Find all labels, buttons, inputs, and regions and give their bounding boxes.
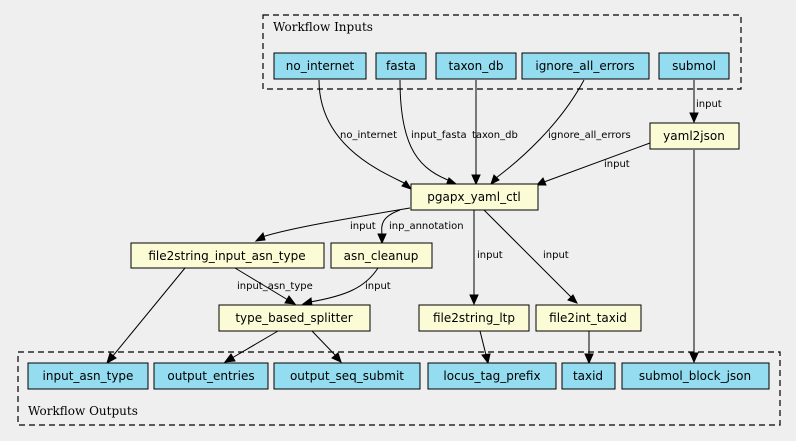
edge-label-cleanup-input: input: [365, 281, 391, 292]
edge-taxon-db-to-ctl: [471, 80, 481, 186]
svg-text:taxon_db: taxon_db: [449, 59, 504, 73]
edge-ctl-to-file2string-ltp: [469, 210, 479, 306]
edge-ignore-errors-to-ctl: [490, 79, 585, 185]
edge-label-taxid-input: input: [543, 250, 569, 261]
edge-label-no-internet: no_internet: [340, 130, 397, 141]
workflow-outputs-label: Workflow Outputs: [28, 404, 138, 418]
step-node-type-based-splitter[interactable]: type_based_splitter: [218, 304, 371, 332]
step-node-file2string-ltp[interactable]: file2string_ltp: [418, 304, 530, 332]
output-node-input-asn-type[interactable]: input_asn_type: [27, 362, 149, 390]
edge-label-ltp-input: input: [477, 250, 503, 261]
output-node-taxid[interactable]: taxid: [561, 362, 616, 390]
svg-text:output_entries: output_entries: [167, 369, 254, 383]
svg-text:file2int_taxid: file2int_taxid: [549, 311, 627, 325]
edge-label-file2string-input: input: [350, 221, 376, 232]
input-node-no-internet[interactable]: no_internet: [273, 52, 367, 80]
input-node-submol[interactable]: submol: [658, 52, 730, 80]
step-node-pgapx-yaml-ctl[interactable]: pgapx_yaml_ctl: [410, 183, 539, 211]
edge-ctl-to-file2string-input: [254, 207, 411, 242]
edge-yaml2json-to-ctl: [535, 142, 651, 186]
svg-text:file2string_input_asn_type: file2string_input_asn_type: [148, 249, 305, 263]
edge-label-input-fasta: input_fasta: [411, 130, 467, 141]
step-node-asn-cleanup[interactable]: asn_cleanup: [330, 242, 433, 269]
step-node-file2int-taxid[interactable]: file2int_taxid: [535, 304, 642, 332]
svg-text:file2string_ltp: file2string_ltp: [433, 311, 515, 325]
output-node-submol-block-json[interactable]: submol_block_json: [621, 362, 770, 390]
edge-splitter-to-output-seq-submit: [311, 330, 342, 363]
edge-label-taxon-db: taxon_db: [472, 130, 518, 141]
svg-text:ignore_all_errors: ignore_all_errors: [535, 59, 634, 73]
edge-label-submol-input: input: [696, 99, 722, 110]
svg-text:asn_cleanup: asn_cleanup: [344, 249, 419, 263]
output-node-output-entries[interactable]: output_entries: [153, 362, 269, 390]
edge-ctl-to-asn-cleanup: [377, 209, 401, 245]
svg-text:type_based_splitter: type_based_splitter: [235, 311, 352, 325]
svg-text:submol: submol: [672, 59, 716, 73]
input-node-fasta[interactable]: fasta: [375, 52, 427, 80]
svg-text:taxid: taxid: [573, 369, 603, 383]
edge-label-inp-annotation: inp_annotation: [389, 221, 464, 232]
edge-taxid-to-taxid: [584, 331, 594, 365]
edge-submol-to-yaml2json: [689, 80, 699, 124]
edge-splitter-to-output-entries: [223, 330, 279, 363]
svg-text:pgapx_yaml_ctl: pgapx_yaml_ctl: [427, 190, 520, 204]
workflow-inputs-label: Workflow Inputs: [273, 20, 373, 34]
edge-label-input-asn-type: input_asn_type: [237, 281, 313, 292]
workflow-inputs-cluster: Workflow Inputs: [262, 14, 742, 90]
output-node-locus-tag-prefix[interactable]: locus_tag_prefix: [427, 362, 557, 390]
svg-text:yaml2json: yaml2json: [663, 129, 725, 143]
edge-ltp-to-locus-tag-prefix: [479, 330, 491, 365]
edge-no-internet-to-ctl: [318, 79, 413, 190]
output-node-output-seq-submit[interactable]: output_seq_submit: [273, 362, 421, 390]
edge-yaml2json-to-submol-block: [689, 150, 699, 364]
workflow-outputs-cluster: Workflow Outputs: [17, 351, 781, 426]
svg-text:output_seq_submit: output_seq_submit: [290, 369, 404, 383]
input-node-taxon-db[interactable]: taxon_db: [435, 52, 517, 80]
edge-label-yaml2json-input: input: [604, 159, 630, 170]
svg-text:locus_tag_prefix: locus_tag_prefix: [443, 369, 540, 383]
input-node-ignore-all-errors[interactable]: ignore_all_errors: [521, 52, 650, 80]
svg-text:fasta: fasta: [386, 59, 416, 73]
svg-text:no_internet: no_internet: [286, 59, 355, 73]
edge-file2string-input-to-splitter: [234, 267, 297, 305]
step-node-yaml2json[interactable]: yaml2json: [649, 122, 740, 150]
svg-text:submol_block_json: submol_block_json: [639, 369, 751, 383]
step-node-file2string-input-asn-type[interactable]: file2string_input_asn_type: [130, 242, 325, 269]
edge-file2string-input-to-input-asn-type: [106, 267, 186, 365]
edge-ctl-to-file2int-taxid: [483, 209, 578, 304]
edge-label-ignore-all-errors: ignore_all_errors: [548, 130, 631, 141]
svg-text:input_asn_type: input_asn_type: [43, 369, 134, 383]
